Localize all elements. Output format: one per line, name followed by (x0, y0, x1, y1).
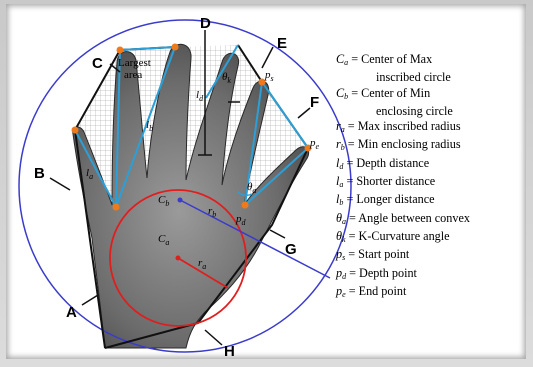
callout-e: E (277, 35, 287, 52)
legend-text: = End point (346, 284, 407, 298)
inscribed-center-point (176, 256, 181, 261)
legend-text: = Min enclosing radius (345, 137, 461, 151)
legend-row: ra = Max inscribed radius (336, 119, 532, 137)
legend-row: lb = Longer distance (336, 192, 532, 210)
legend-text: = Shorter distance (343, 174, 435, 188)
legend-row: ld = Depth distance (336, 156, 532, 174)
callout-h: H (224, 343, 235, 360)
legend-continuation: enclosing circle (336, 104, 532, 119)
legend-row: rb = Min enclosing radius (336, 137, 532, 155)
legend-row: θa = Angle between convex (336, 211, 532, 229)
callout-d: D (200, 15, 211, 32)
callout-c: C (92, 55, 103, 72)
legend-text: = Longer distance (343, 192, 434, 206)
legend-symbol: C (336, 86, 344, 100)
legend-text: = Depth distance (343, 156, 429, 170)
legend-text: = K-Curvature angle (346, 229, 450, 243)
legend-text: = Depth point (346, 266, 417, 280)
legend-row: la = Shorter distance (336, 174, 532, 192)
p-s-label: ps (264, 69, 274, 83)
legend-text: = Center of Max (348, 52, 432, 66)
legend-row: pe = End point (336, 284, 532, 302)
legend-row: Cb = Center of Min (336, 86, 532, 104)
callout-g: G (285, 241, 297, 258)
legend-row: ps = Start point (336, 247, 532, 265)
callout-b: B (34, 165, 45, 182)
legend-text: = Start point (345, 247, 409, 261)
callout-f: F (310, 94, 319, 111)
legend-text: = Center of Min (348, 86, 430, 100)
p-e-label: pe (309, 137, 320, 151)
legend-row: Ca = Center of Max (336, 52, 532, 70)
legend-symbol: C (336, 52, 344, 66)
largest-area-label-line2: area (124, 69, 142, 81)
enclosing-center-point (178, 198, 183, 203)
legend-continuation: inscribed circle (336, 70, 532, 85)
legend-row: θk = K-Curvature angle (336, 229, 532, 247)
legend-row: pd = Depth point (336, 266, 532, 284)
callout-a: A (66, 304, 77, 321)
legend-text: = Angle between convex (346, 211, 470, 225)
largest-area-label-line1: Largest (118, 57, 151, 69)
legend-text: = Max inscribed radius (345, 119, 461, 133)
